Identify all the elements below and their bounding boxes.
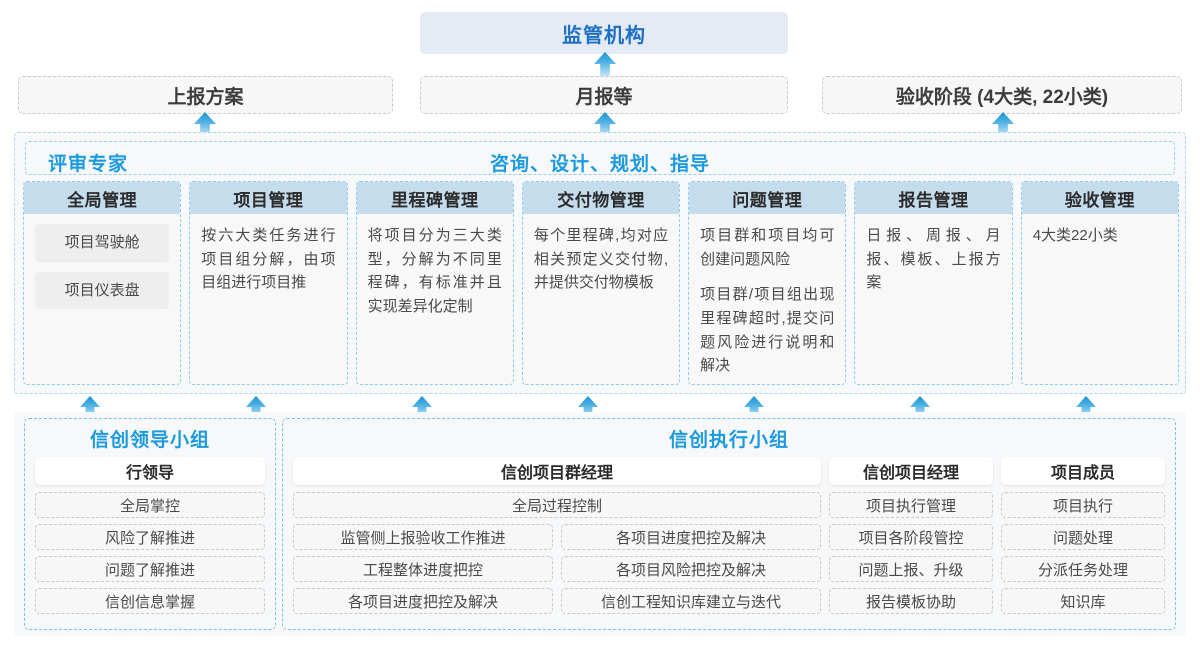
group-execution: 信创执行小组 信创项目群经理 全局过程控制 监管侧上报验收工作推进 工程整体进度… bbox=[282, 418, 1176, 630]
organisation-panel: 信创领导小组 行领导 全局掌控 风险了解推进 问题了解推进 信创信息掌握 信创执… bbox=[14, 412, 1186, 636]
role-header: 信创项目经理 bbox=[829, 457, 993, 485]
task-item[interactable]: 知识库 bbox=[1001, 588, 1165, 614]
column-paragraph: 4大类22小类 bbox=[1032, 227, 1118, 244]
column-header: 项目管理 bbox=[190, 182, 347, 214]
role-block-project-manager: 信创项目经理 项目执行管理 项目各阶段管控 问题上报、升级 报告模板协助 bbox=[829, 457, 993, 614]
task-item[interactable]: 问题了解推进 bbox=[35, 556, 265, 582]
column-header: 验收管理 bbox=[1021, 182, 1178, 214]
group-body: 行领导 全局掌控 风险了解推进 问题了解推进 信创信息掌握 bbox=[35, 457, 265, 614]
column-paragraph: 将项目分为三大类型，分解为不同里程碑，有标准并且实现差异化定制 bbox=[367, 227, 502, 316]
task-item[interactable]: 各项目进度把控及解决 bbox=[293, 588, 553, 614]
column-body: 每个里程碑,均对应相关预定义交付物,并提供交付物模板 bbox=[523, 214, 679, 384]
role-header: 行领导 bbox=[35, 457, 265, 485]
task-item[interactable]: 监管侧上报验收工作推进 bbox=[293, 524, 553, 550]
task-item-wide[interactable]: 全局过程控制 bbox=[293, 492, 821, 518]
capability-column-deliverable[interactable]: 交付物管理 每个里程碑,均对应相关预定义交付物,并提供交付物模板 bbox=[521, 181, 681, 385]
capability-columns: 全局管理 项目驾驶舱 项目仪表盘 项目管理 按六大类任务进行项目组分解，由项目组… bbox=[23, 181, 1179, 385]
role-header: 项目成员 bbox=[1001, 457, 1165, 485]
group-leadership: 信创领导小组 行领导 全局掌控 风险了解推进 问题了解推进 信创信息掌握 bbox=[24, 418, 276, 630]
task-item[interactable]: 分派任务处理 bbox=[1001, 556, 1165, 582]
task-list: 全局掌控 风险了解推进 问题了解推进 信创信息掌握 bbox=[35, 492, 265, 614]
task-item[interactable]: 项目执行 bbox=[1001, 492, 1165, 518]
arrow-monthly-to-regulator bbox=[594, 52, 616, 78]
capability-column-report[interactable]: 报告管理 日报、周报、月报、模板、上报方案 bbox=[854, 181, 1013, 385]
task-columns: 监管侧上报验收工作推进 工程整体进度把控 各项目进度把控及解决 各项目进度把控及… bbox=[293, 524, 821, 614]
column-paragraph: 项目群/项目组出现里程碑超时,提交问题风险进行说明和解决 bbox=[700, 286, 835, 375]
column-body: 4大类22小类 bbox=[1022, 214, 1178, 384]
column-paragraph: 日报、周报、月报、模板、上报方案 bbox=[866, 227, 1001, 292]
column-header: 问题管理 bbox=[689, 182, 846, 214]
channel-box-report-plan: 上报方案 bbox=[18, 76, 393, 114]
column-paragraph: 项目群和项目均可创建问题风险 bbox=[700, 227, 835, 268]
column-body: 将项目分为三大类型，分解为不同里程碑，有标准并且实现差异化定制 bbox=[357, 214, 513, 384]
task-item[interactable]: 报告模板协助 bbox=[829, 588, 993, 614]
column-paragraph: 按六大类任务进行项目组分解，由项目组进行项目推 bbox=[201, 227, 336, 292]
column-header: 报告管理 bbox=[855, 182, 1012, 214]
column-body: 按六大类任务进行项目组分解，由项目组进行项目推 bbox=[190, 214, 346, 384]
task-item[interactable]: 各项目进度把控及解决 bbox=[561, 524, 821, 550]
task-list: 项目执行管理 项目各阶段管控 问题上报、升级 报告模板协助 bbox=[829, 492, 993, 614]
task-item[interactable]: 各项目风险把控及解决 bbox=[561, 556, 821, 582]
task-item[interactable]: 信创信息掌握 bbox=[35, 588, 265, 614]
regulator-box: 监管机构 bbox=[420, 12, 788, 54]
column-body: 项目驾驶舱 项目仪表盘 bbox=[24, 214, 180, 384]
column-header: 里程碑管理 bbox=[356, 182, 513, 214]
column-header: 全局管理 bbox=[24, 182, 181, 214]
group-title: 信创领导小组 bbox=[89, 430, 210, 451]
task-item[interactable]: 问题上报、升级 bbox=[829, 556, 993, 582]
role-header: 信创项目群经理 bbox=[293, 457, 821, 485]
group-body: 信创项目群经理 全局过程控制 监管侧上报验收工作推进 工程整体进度把控 各项目进… bbox=[293, 457, 1165, 614]
capability-column-issue[interactable]: 问题管理 项目群和项目均可创建问题风险 项目群/项目组出现里程碑超时,提交问题风… bbox=[688, 181, 847, 385]
task-list: 项目执行 问题处理 分派任务处理 知识库 bbox=[1001, 492, 1165, 614]
group-title: 信创执行小组 bbox=[668, 430, 789, 451]
column-paragraph: 每个里程碑,均对应相关预定义交付物,并提供交付物模板 bbox=[533, 227, 669, 292]
task-item[interactable]: 项目执行管理 bbox=[829, 492, 993, 518]
role-block-project-member: 项目成员 项目执行 问题处理 分派任务处理 知识库 bbox=[1001, 457, 1165, 614]
advisory-band: 评审专家 咨询、设计、规划、指导 bbox=[25, 141, 1175, 175]
column-body: 项目群和项目均可创建问题风险 项目群/项目组出现里程碑超时,提交问题风险进行说明… bbox=[689, 214, 845, 384]
task-item[interactable]: 全局掌控 bbox=[35, 492, 265, 518]
task-list-right: 各项目进度把控及解决 各项目风险把控及解决 信创工程知识库建立与迭代 bbox=[561, 524, 821, 614]
channel-box-acceptance: 验收阶段 (4大类, 22小类) bbox=[822, 76, 1182, 114]
task-list-left: 监管侧上报验收工作推进 工程整体进度把控 各项目进度把控及解决 bbox=[293, 524, 553, 614]
column-header: 交付物管理 bbox=[522, 182, 680, 214]
task-item[interactable]: 项目各阶段管控 bbox=[829, 524, 993, 550]
pill-item[interactable]: 项目驾驶舱 bbox=[35, 224, 170, 262]
role-block-program-manager: 信创项目群经理 全局过程控制 监管侧上报验收工作推进 工程整体进度把控 各项目进… bbox=[293, 457, 821, 614]
task-item[interactable]: 问题处理 bbox=[1001, 524, 1165, 550]
capability-column-project[interactable]: 项目管理 按六大类任务进行项目组分解，由项目组进行项目推 bbox=[189, 181, 348, 385]
platform-capability-panel: 评审专家 咨询、设计、规划、指导 全局管理 项目驾驶舱 项目仪表盘 项目管理 按… bbox=[14, 132, 1186, 394]
capability-column-milestone[interactable]: 里程碑管理 将项目分为三大类型，分解为不同里程碑，有标准并且实现差异化定制 bbox=[355, 181, 514, 385]
channel-box-monthly: 月报等 bbox=[420, 76, 788, 114]
capability-column-global[interactable]: 全局管理 项目驾驶舱 项目仪表盘 bbox=[23, 181, 182, 385]
task-item[interactable]: 信创工程知识库建立与迭代 bbox=[561, 588, 821, 614]
advisory-band-center-label: 咨询、设计、规划、指导 bbox=[489, 154, 710, 175]
advisory-band-left-label: 评审专家 bbox=[48, 154, 129, 175]
column-body: 日报、周报、月报、模板、上报方案 bbox=[855, 214, 1011, 384]
task-item[interactable]: 工程整体进度把控 bbox=[293, 556, 553, 582]
pill-item[interactable]: 项目仪表盘 bbox=[35, 271, 170, 310]
task-item[interactable]: 风险了解推进 bbox=[35, 524, 265, 550]
capability-column-acceptance[interactable]: 验收管理 4大类22小类 bbox=[1020, 181, 1179, 385]
